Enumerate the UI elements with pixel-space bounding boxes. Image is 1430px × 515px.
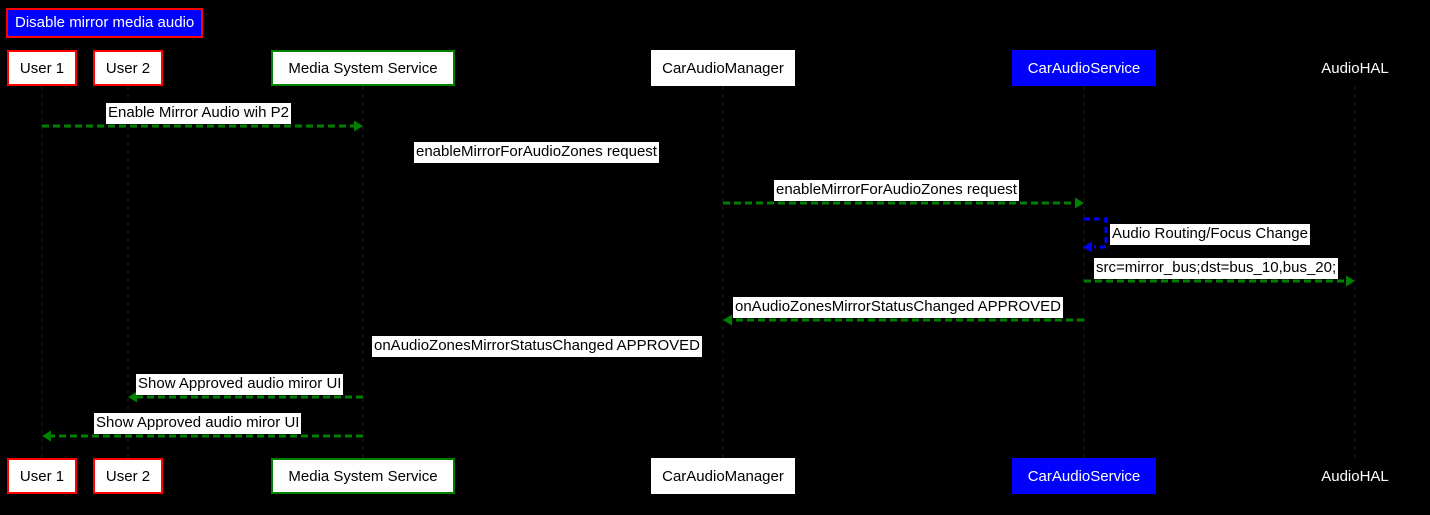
- participant-label: Media System Service: [288, 59, 438, 77]
- participant-label: AudioHAL: [1321, 467, 1389, 485]
- participant-label: User 1: [19, 467, 65, 485]
- participant-mediasystem-top: Media System Service: [271, 50, 455, 86]
- message-label-m1: Enable Mirror Audio wih P2: [106, 103, 291, 124]
- participant-label: User 1: [19, 59, 65, 77]
- participant-user1-bottom: User 1: [6, 458, 78, 494]
- participant-label: CarAudioService: [1027, 59, 1141, 77]
- message-label-m7: onAudioZonesMirrorStatusChanged APPROVED: [372, 336, 703, 357]
- participant-label: CarAudioManager: [662, 59, 784, 77]
- participant-label: Media System Service: [288, 467, 438, 485]
- message-arrowhead: [723, 314, 732, 326]
- message-arrow-m4: [1083, 217, 1108, 253]
- participant-caraudioservice-bottom: CarAudioService: [1012, 458, 1156, 494]
- self-message-path: [1084, 217, 1108, 249]
- message-label-m2: enableMirrorForAudioZones request: [414, 142, 659, 163]
- participant-label: User 2: [105, 59, 151, 77]
- message-label-m3: enableMirrorForAudioZones request: [774, 180, 1019, 201]
- participant-label: CarAudioService: [1027, 467, 1141, 485]
- participant-caraudiomanager-bottom: CarAudioManager: [651, 458, 795, 494]
- message-label-m8: Show Approved audio miror UI: [136, 374, 344, 395]
- participant-audiohal-top: AudioHAL: [1312, 50, 1399, 86]
- participant-user2-bottom: User 2: [92, 458, 164, 494]
- message-arrowhead: [42, 430, 51, 442]
- participant-user2-top: User 2: [92, 50, 164, 86]
- participant-audiohal-bottom: AudioHAL: [1312, 458, 1399, 494]
- message-label-m9: Show Approved audio miror UI: [94, 413, 302, 434]
- participant-label: User 2: [105, 467, 151, 485]
- message-label-m6: onAudioZonesMirrorStatusChanged APPROVED: [733, 297, 1064, 318]
- self-message-arrowhead: [1083, 241, 1092, 253]
- participant-mediasystem-bottom: Media System Service: [271, 458, 455, 494]
- message-arrowhead: [714, 159, 723, 171]
- message-arrowhead: [354, 120, 363, 132]
- message-arrowhead: [1075, 197, 1084, 209]
- participant-label: CarAudioManager: [662, 467, 784, 485]
- diagram-title-box: Disable mirror media audio: [6, 8, 204, 38]
- participant-label: AudioHAL: [1321, 59, 1389, 77]
- participant-caraudioservice-top: CarAudioService: [1012, 50, 1156, 86]
- message-arrowhead: [1346, 275, 1355, 287]
- participant-user1-top: User 1: [6, 50, 78, 86]
- message-label-m5: src=mirror_bus;dst=bus_10,bus_20;: [1094, 258, 1339, 279]
- message-arrowhead: [363, 353, 372, 365]
- participant-caraudiomanager-top: CarAudioManager: [651, 50, 795, 86]
- message-label-m4: Audio Routing/Focus Change: [1110, 224, 1310, 245]
